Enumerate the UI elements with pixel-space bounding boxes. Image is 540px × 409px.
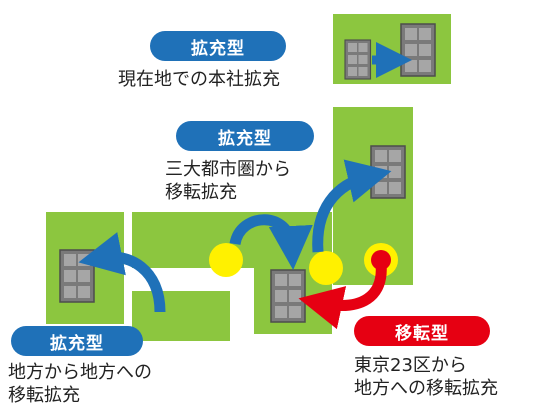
caption-bottom-left: 地方から地方への 移転拡充	[8, 361, 152, 407]
building-icon	[370, 145, 406, 199]
building-icon	[59, 249, 95, 303]
caption-top: 現在地での本社拡充	[118, 68, 280, 91]
building-icon	[400, 23, 436, 77]
caption-middle-line2: 移転拡充	[165, 182, 237, 203]
origin-point	[209, 243, 243, 277]
caption-bottom-right-line1: 東京23区から	[354, 355, 467, 376]
arrow-metro-to-center	[229, 214, 313, 270]
caption-bottom-right-line2: 地方への移転拡充	[354, 378, 498, 399]
badge-expansion-middle: 拡充型	[176, 121, 314, 151]
caption-middle: 三大都市圏から 移転拡充	[165, 158, 291, 204]
building-icon	[344, 39, 372, 80]
badge-relocation: 移転型	[354, 316, 490, 346]
arrow-local-to-local	[78, 232, 166, 313]
origin-point	[309, 251, 343, 285]
arrow-tokyo-to-local	[298, 263, 387, 330]
badge-expansion-bottom-left: 拡充型	[11, 326, 143, 356]
caption-top-line1: 現在地での本社拡充	[118, 69, 280, 90]
arrow-metro-to-east	[312, 159, 392, 253]
caption-bottom-left-line1: 地方から地方への	[8, 362, 152, 383]
caption-bottom-left-line2: 移転拡充	[8, 385, 80, 406]
caption-bottom-right: 東京23区から 地方への移転拡充	[354, 354, 498, 400]
land-south	[132, 291, 230, 341]
caption-middle-line1: 三大都市圏から	[165, 159, 291, 180]
badge-expansion-top: 拡充型	[150, 31, 286, 61]
building-icon	[270, 269, 306, 323]
